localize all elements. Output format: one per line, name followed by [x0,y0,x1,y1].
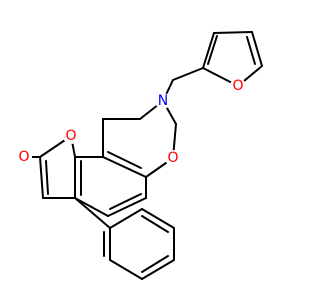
bond [251,31,263,67]
atom-amine-nitrogen: N [155,93,171,109]
atom-lactone-oxygen: O [63,128,79,144]
atom-furan-oxygen: O [230,78,246,94]
lactone-oxygen-label: O [65,128,76,144]
amine-nitrogen-label: N [158,93,168,109]
atom-carbonyl-oxygen: O [16,149,32,165]
furan-oxygen-label: O [232,78,243,94]
bond [102,156,147,178]
carbonyl-oxygen-label: O [18,149,29,165]
bond [39,156,44,199]
bond [109,208,143,229]
bond [141,208,175,229]
bond [45,160,49,195]
ring-oxygen-label: O [167,150,178,166]
bond [213,31,253,34]
bond [246,36,256,65]
atom-ring-oxygen: O [165,150,181,166]
bond [74,197,109,217]
bond [141,259,175,280]
bond [141,255,169,273]
bond [172,67,204,81]
bond [109,193,142,210]
bond [74,197,111,229]
chemical-structure-diagram: O N O O O [16,31,263,280]
bond [107,197,147,217]
bonds [23,31,263,280]
bond [202,32,215,69]
bond [141,215,169,233]
bond [107,151,142,169]
bond [109,259,143,280]
bond [207,35,218,65]
